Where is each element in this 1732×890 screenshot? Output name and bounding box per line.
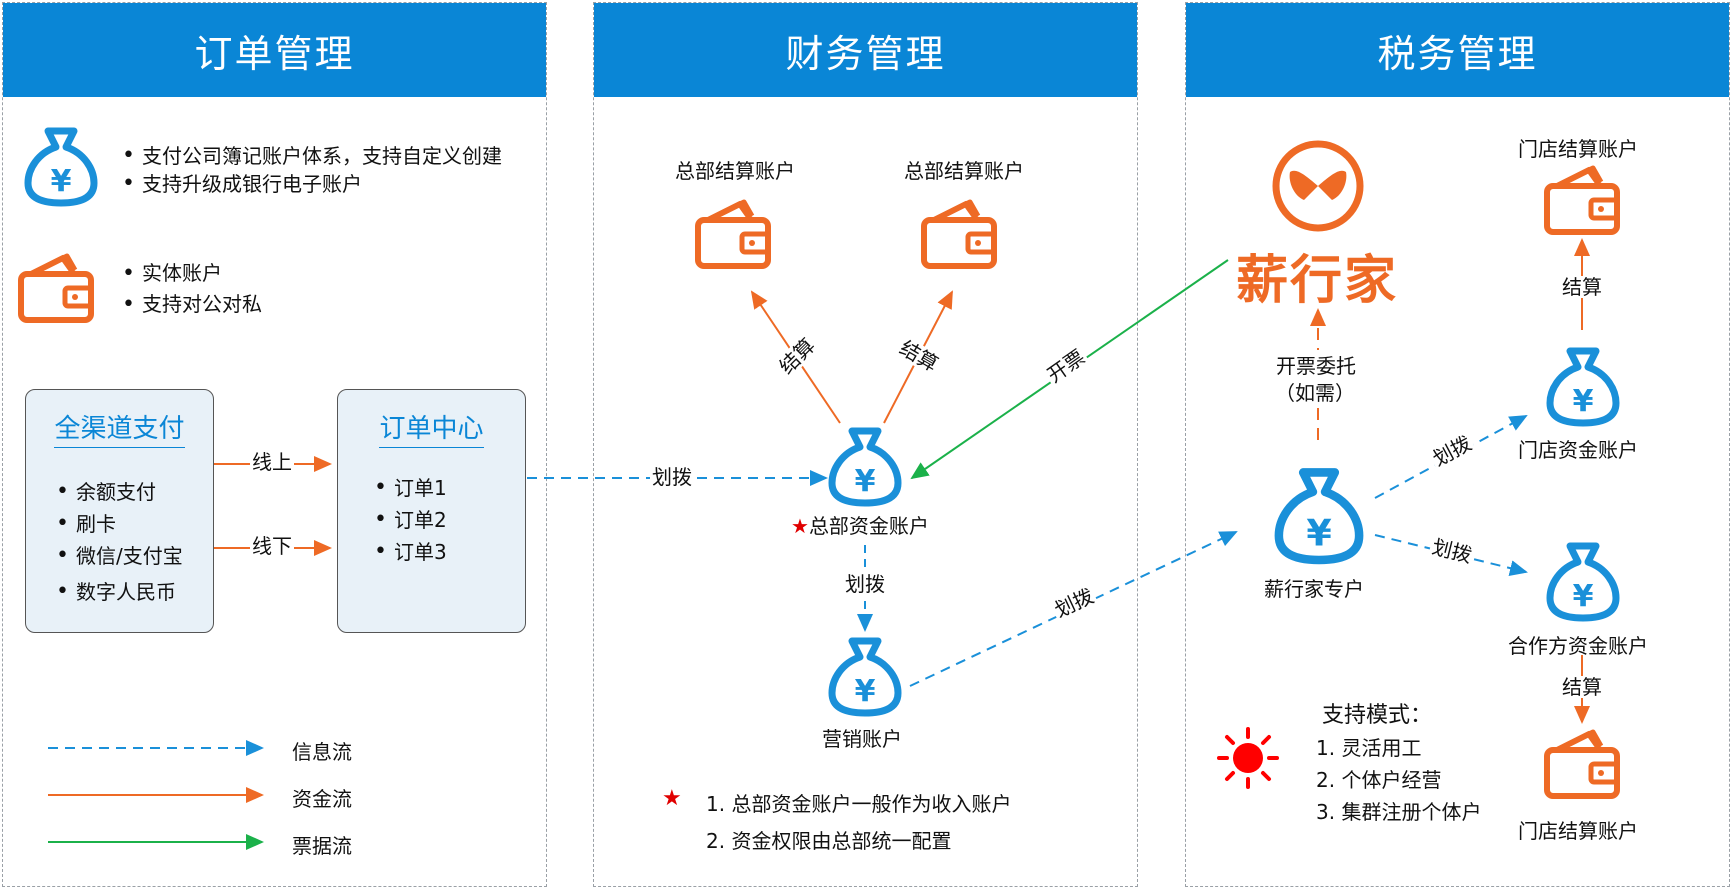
list-item: 支付公司簿记账户体系，支持自定义创建 — [118, 142, 502, 170]
support-mode-1: 1. 灵活用工 — [1316, 736, 1422, 760]
sun-icon — [1217, 727, 1279, 789]
special-account-label: 薪行家专户 — [1264, 577, 1364, 601]
money-bag-icon: ¥ — [24, 127, 98, 207]
tax-panel: 税务管理 — [1185, 2, 1730, 887]
marketing-account-label: 营销账户 — [822, 727, 902, 751]
list-item: 订单2 — [370, 504, 447, 536]
wallet-icon — [695, 199, 771, 269]
payco-account-bullets: 支付公司簿记账户体系，支持自定义创建 支持升级成银行电子账户 — [118, 142, 502, 198]
money-bag-icon: ¥ — [828, 637, 902, 717]
list-item: 支持升级成银行电子账户 — [118, 170, 502, 198]
order-list: 订单1 订单2 订单3 — [370, 472, 447, 568]
transfer-arrow-marketing-to-special — [909, 531, 1238, 687]
list-item: 数字人民币 — [52, 576, 183, 608]
settle-label-store-top: 结算 — [1560, 275, 1604, 299]
money-bag-icon: ¥ — [1546, 347, 1620, 427]
store-fund-account-label: 门店资金账户 — [1518, 438, 1638, 462]
finance-note-1: 1. 总部资金账户一般作为收入账户 — [706, 792, 1012, 816]
svg-text:¥: ¥ — [855, 464, 876, 499]
tax-panel-title: 税务管理 — [1186, 3, 1729, 97]
store-settle-account-top: 门店结算账户 — [1518, 137, 1638, 161]
star-icon: ★ — [791, 514, 809, 538]
support-mode-2: 2. 个体户经营 — [1316, 768, 1442, 792]
svg-text:¥: ¥ — [855, 674, 876, 709]
partner-fund-account-label: 合作方资金账户 — [1508, 634, 1648, 658]
list-item: 支持对公对私 — [118, 289, 262, 320]
money-bag-icon: ¥ — [828, 427, 902, 507]
omnichannel-payment-title: 全渠道支付 — [26, 408, 213, 448]
brand-name: 薪行家 — [1236, 251, 1399, 311]
entity-account-bullets: 实体账户 支持对公对私 — [118, 258, 262, 320]
list-item: 余额支付 — [52, 476, 183, 508]
money-bag-icon: ¥ — [1546, 542, 1620, 622]
order-center-title: 订单中心 — [338, 408, 525, 448]
store-settle-account-bottom: 门店结算账户 — [1518, 819, 1638, 843]
svg-text:¥: ¥ — [1573, 384, 1594, 419]
hq-fund-account-label: ★总部资金账户 — [791, 514, 929, 538]
finance-panel-title: 财务管理 — [594, 3, 1137, 97]
order-center-box: 订单中心 订单1 订单2 订单3 — [337, 389, 526, 633]
note-star-icon: ★ — [662, 786, 682, 811]
wallet-icon — [18, 253, 94, 323]
wallet-icon — [1544, 729, 1620, 799]
entrust-label-line2: （如需） — [1275, 377, 1355, 406]
settle-label-store-bottom: 结算 — [1560, 675, 1604, 699]
legend-info-label: 信息流 — [292, 740, 352, 764]
hq-settle-account-right: 总部结算账户 — [904, 159, 1024, 183]
finance-panel: 财务管理 — [593, 2, 1138, 887]
support-mode-3: 3. 集群注册个体户 — [1316, 800, 1482, 824]
payment-method-list: 余额支付 刷卡 微信/支付宝 数字人民币 — [52, 476, 183, 608]
list-item: 订单1 — [370, 472, 447, 504]
svg-text:¥: ¥ — [1573, 579, 1594, 614]
list-item: 刷卡 — [52, 508, 183, 540]
finance-note-2: 2. 资金权限由总部统一配置 — [706, 829, 952, 853]
entrust-label-line1: 开票委托 — [1276, 350, 1356, 379]
legend-fund-label: 资金流 — [292, 787, 352, 811]
online-label: 线上 — [250, 450, 294, 474]
legend-ticket-label: 票据流 — [292, 834, 352, 858]
order-panel-title: 订单管理 — [3, 3, 546, 97]
list-item: 实体账户 — [118, 258, 262, 289]
list-item: 微信/支付宝 — [52, 540, 183, 572]
order-panel: 订单管理 — [2, 2, 547, 887]
xinxingjia-logo-icon — [1272, 140, 1364, 232]
omnichannel-payment-box: 全渠道支付 余额支付 刷卡 微信/支付宝 数字人民币 — [25, 389, 214, 633]
hq-settle-account-left: 总部结算账户 — [675, 159, 795, 183]
support-modes-title: 支持模式： — [1322, 703, 1433, 728]
wallet-icon — [921, 199, 997, 269]
transfer-label-order-to-hq: 划拨 — [650, 465, 694, 489]
money-bag-icon: ¥ — [1274, 468, 1364, 565]
svg-text:¥: ¥ — [1306, 511, 1331, 554]
list-item: 订单3 — [370, 536, 447, 568]
wallet-icon — [1544, 165, 1620, 235]
svg-text:¥: ¥ — [51, 164, 72, 199]
transfer-label-hq-to-marketing: 划拨 — [843, 572, 887, 596]
offline-label: 线下 — [250, 534, 294, 558]
